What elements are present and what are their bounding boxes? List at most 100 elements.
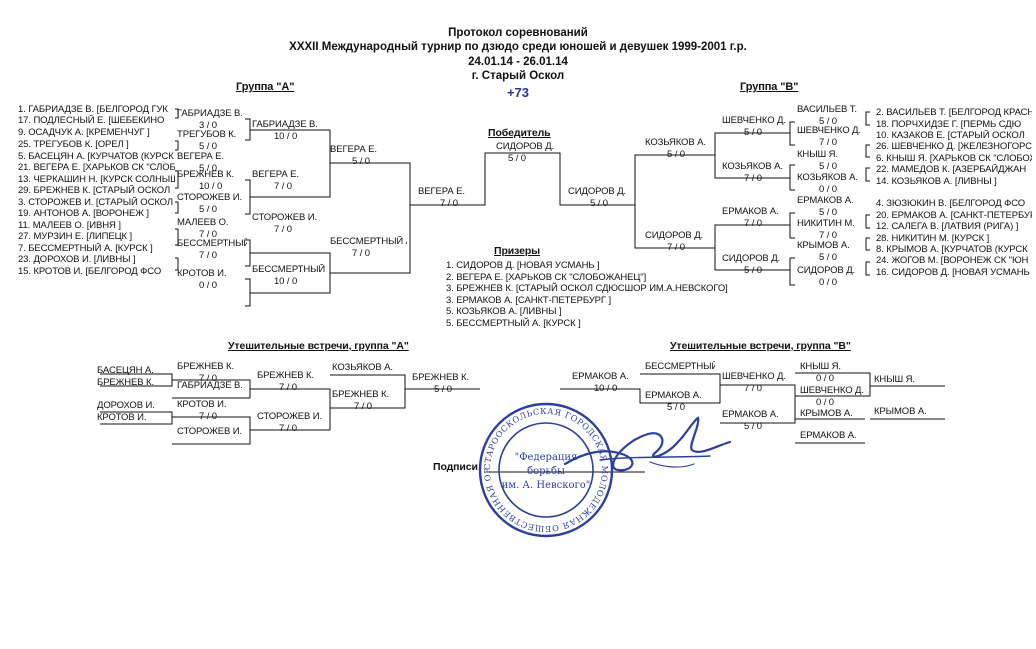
entrant-row: 4. ЗЮЗЮКИН В. [БЕЛГОРОД ФСО [876,198,1026,209]
ca-r1-2-name: КРОТОВ И. [177,399,227,410]
b-r1-7-name: СИДОРОВ Д. [797,265,856,276]
b-r1-1-score: 7 / 0 [819,137,837,148]
b-r2-0-name: ШЕВЧЕНКО Д. [722,115,786,126]
svg-text:борьбы: борьбы [527,466,565,477]
entrant-row: 12. САЛЕГА В. [ЛАТВИЯ (РИГА) ] [876,221,1019,232]
group-a-title: Группа "А" [236,81,295,93]
b-r1-2-name: КНЫШ Я. [797,149,838,160]
b-final-score: 5 / 0 [590,198,608,209]
cb-r3-1-name: ШЕВЧЕНКО Д. [800,385,864,396]
entrant-row: 26. ШЕВЧЕНКО Д. [ЖЕЛЕЗНОГОРСК [876,141,1032,152]
b-r3-1-name: СИДОРОВ Д. [645,230,704,241]
ca-r1-0-score: 7 / 0 [199,373,217,384]
cb-r1-1-score: 5 / 0 [667,402,685,413]
b-r2-2-name: ЕРМАКОВ А. [722,206,779,217]
entrant-row: 1. ГАБРИАДЗЕ В. [БЕЛГОРОД ГУК [18,104,168,115]
a-r1-4-score: 5 / 0 [199,204,217,215]
entrant-row: 13. ЧЕРКАШИН Н. [КУРСК СОЛНЫШКО [18,174,175,185]
b-r3-1-score: 7 / 0 [667,242,685,253]
a-r2-0-name: ГАБРИАДЗЕ В. [252,119,318,130]
entrant-row: 6. КНЫШ Я. [ХАРЬКОВ СК "СЛОБОЖ [876,153,1032,164]
ca-r2-1-name: СТОРОЖЕВ И. [257,411,323,422]
a-r1-7-score: 0 / 0 [199,280,217,291]
entrant-row: 23. ДОРОХОВ И. [ЛИВНЫ ] [18,254,136,265]
entrant-row: 19. АНТОНОВ А. [ВОРОНЕЖ ] [18,208,149,219]
ca-r1-2-score: 7 / 0 [199,411,217,422]
a-r2-2-score: 7 / 0 [274,224,292,235]
b-r2-2-score: 7 / 0 [744,218,762,229]
cb-r2-1-score: 5 / 0 [744,421,762,432]
a-r1-6-name: БЕССМЕРТНЫЙ А. [177,238,247,249]
entrant-row: 16. СИДОРОВ Д. [НОВАЯ УСМАНЬ [876,267,1030,278]
b-r2-0-score: 5 / 0 [744,127,762,138]
a-r3-0-name: ВЕГЕРА Е. [330,144,377,155]
prize-row: 5. БЕССМЕРТНЫЙ А. [КУРСК ] [446,317,581,329]
consolation-a-entrant: БАСЕЦЯН А. [97,365,154,376]
consolation-a-entrant: КРОТОВ И. [97,412,147,423]
entrant-row: 15. КРОТОВ И. [БЕЛГОРОД ФСО [18,266,162,277]
b-r1-5-name: НИКИТИН М. [797,218,855,229]
cb-r4-2-name: ЕРМАКОВ А. [800,430,857,441]
entrant-row: 24. ЖОГОВ М. [ВОРОНЕЖ СК "ЮН [876,255,1029,266]
a-r2-1-score: 7 / 0 [274,181,292,192]
entrant-row: 2. ВАСИЛЬЕВ Т. [БЕЛГОРОД КРАСН [876,107,1032,118]
b-r1-4-score: 5 / 0 [819,207,837,218]
a-r1-7-name: КРОТОВ И. [177,268,227,279]
cb-r3-1-score: 0 / 0 [816,397,834,408]
a-r1-0-name: ГАБРИАДЗЕ В. [177,108,243,119]
b-r1-6-score: 5 / 0 [819,252,837,263]
b-r3-0-score: 5 / 0 [667,149,685,160]
a-r1-3-score: 10 / 0 [199,181,223,192]
b-r1-6-name: КРЫМОВ А. [797,240,850,251]
cb-r2-1-name: ЕРМАКОВ А. [722,409,779,420]
b-r2-1-score: 7 / 0 [744,173,762,184]
b-r3-0-name: КОЗЬЯКОВ А. [645,137,706,148]
entrant-row: 5. БАСЕЦЯН А. [КУРЧАТОВ (КУРСК [18,151,174,162]
cb-r0-name: ЕРМАКОВ А. [572,371,629,382]
a-r1-0-score: 3 / 0 [199,120,217,131]
a-final-name: ВЕГЕРА Е. [418,186,465,197]
b-r1-0-score: 5 / 0 [819,116,837,127]
ca-final-score: 5 / 0 [434,384,452,395]
ca-r1-1-name: ГАБРИАДЗЕ В. [177,380,243,391]
stamp-seal: СТАРООСКОЛЬСКАЯ ГОРОДСКАЯ МОЛОДЕЖНАЯ ОБЩ… [476,400,614,538]
cb-r0-score: 10 / 0 [594,383,618,394]
entrant-row: 9. ОСАДЧУК А. [КРЕМЕНЧУГ ] [18,127,150,138]
prize-row: 3. ЕРМАКОВ А. [САНКТ-ПЕТЕРБУРГ ] [446,294,612,306]
consolation-b-title: Утешительные встречи, группа "В" [670,340,851,352]
entrant-row: 28. НИКИТИН М. [КУРСК ] [876,233,990,244]
entrant-row: 14. КОЗЬЯКОВ А. [ЛИВНЫ ] [876,176,997,187]
prize-row: 1. СИДОРОВ Д. [НОВАЯ УСМАНЬ ] [446,260,600,271]
entrant-row: 27. МУРЗИН Е. [ЛИПЕЦК ] [18,231,133,242]
winner-score: 5 / 0 [508,153,526,164]
tournament-dates: 24.01.14 - 26.01.14 [468,56,568,68]
tournament-city: г. Старый Оскол [471,70,565,82]
entrant-row: 8. КРЫМОВ А. [КУРЧАТОВ (КУРСК [876,244,1028,255]
tournament-name: XXXII Международный турнир по дзюдо сред… [289,41,747,53]
ca-r3-1-score: 7 / 0 [354,401,372,412]
winner-name: СИДОРОВ Д. [496,141,555,152]
weight-category: +73 [506,85,530,100]
entrant-row: 18. ПОРЧХИДЗЕ Г. [ПЕРМЬ СДЮ [876,119,1022,130]
entrant-row: 21. ВЕГЕРА Е. [ХАРЬКОВ СК "СЛОБ [18,162,175,173]
entrant-row: 20. ЕРМАКОВ А. [САНКТ-ПЕТЕРБУРГ [876,210,1032,221]
cb-r3-0-name: КНЫШ Я. [800,361,841,372]
a-r1-5-score: 7 / 0 [199,229,217,240]
a-r2-3-name: БЕССМЕРТНЫЙ А. [252,264,327,275]
prizes-title: Призеры [494,245,541,257]
prize-row: 3. БРЕЖНЕВ К. [СТАРЫЙ ОСКОЛ СДЮСШОР ИМ.А… [446,283,728,294]
a-r2-1-name: ВЕГЕРА Е. [252,169,299,180]
cb-r1-1-name: ЕРМАКОВ А. [645,390,702,401]
a-r1-6-score: 7 / 0 [199,250,217,261]
entrant-row: 7. БЕССМЕРТНЫЙ А. [КУРСК ] [18,243,153,254]
entrant-row: 10. КАЗАКОВ Е. [СТАРЫЙ ОСКОЛ [876,130,1025,141]
a-r2-2-name: СТОРОЖЕВ И. [252,212,318,223]
a-final-score: 7 / 0 [440,198,458,209]
consolation-a-title: Утешительные встречи, группа "А" [228,340,409,352]
a-r1-2-score: 5 / 0 [199,163,217,174]
entrant-row: 25. ТРЕГУБОВ К. [ОРЕЛ ] [18,139,129,150]
b-r1-3-score: 0 / 0 [819,184,837,195]
b-r1-5-score: 7 / 0 [819,230,837,241]
a-r3-0-score: 5 / 0 [352,156,370,167]
